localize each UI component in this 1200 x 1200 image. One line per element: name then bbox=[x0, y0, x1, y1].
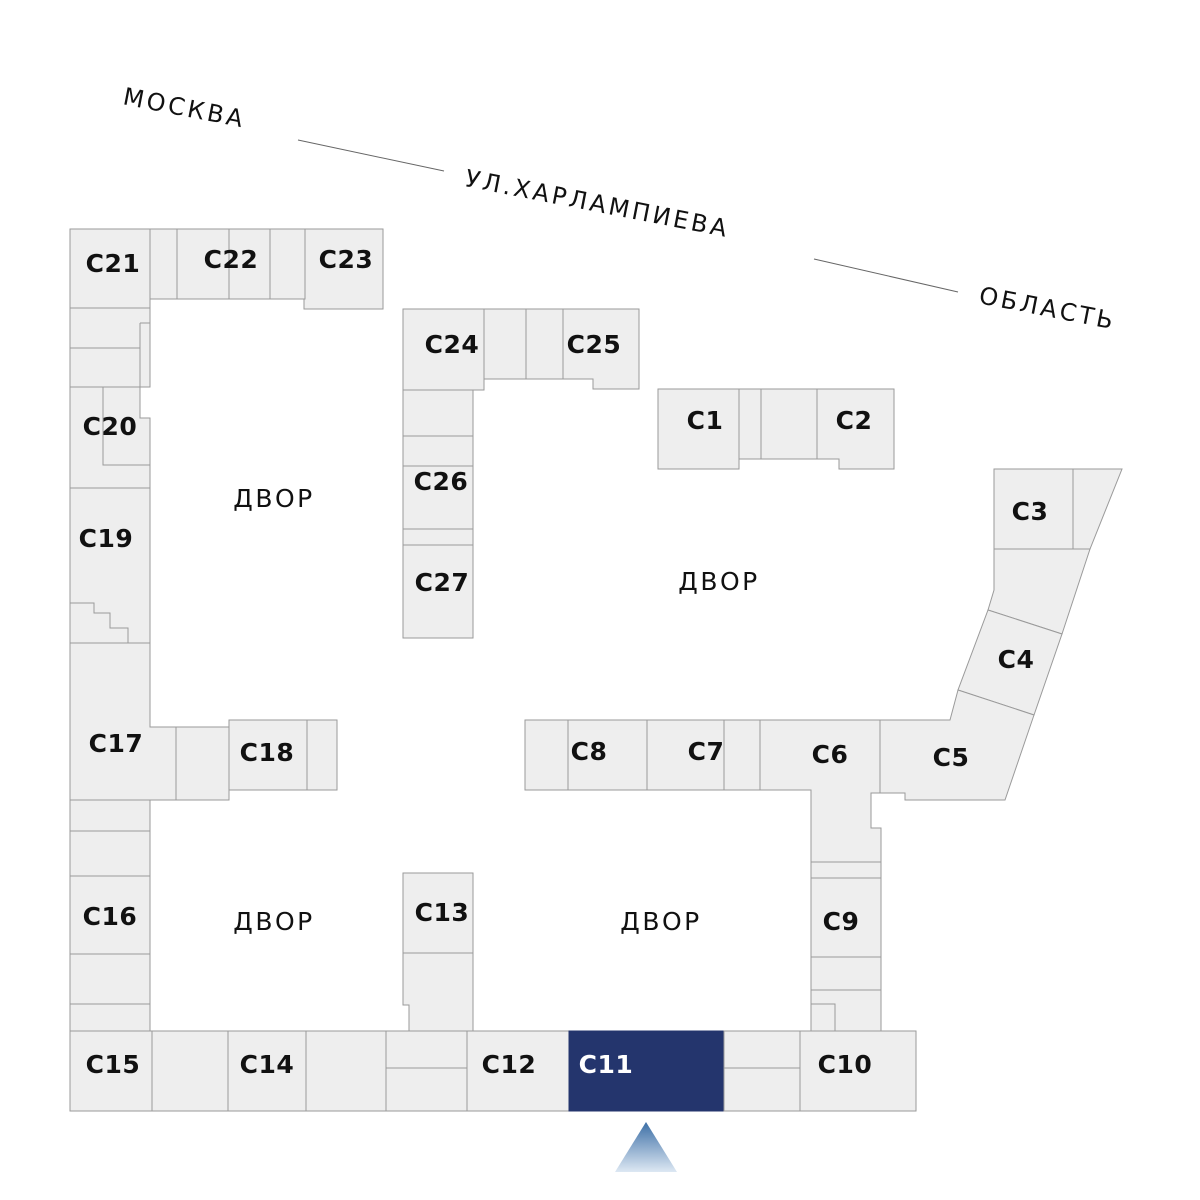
section-c13[interactable] bbox=[402, 872, 474, 954]
section-c9[interactable] bbox=[810, 877, 882, 958]
south-fill-1 bbox=[151, 1030, 229, 1112]
middle-row bbox=[524, 719, 882, 863]
section-c8[interactable] bbox=[567, 719, 648, 791]
mid-fill-1 bbox=[524, 719, 569, 791]
section-c5[interactable] bbox=[879, 689, 1035, 801]
c9-fill-bottom bbox=[810, 989, 882, 1032]
c19-steps bbox=[70, 602, 129, 643]
section-c15[interactable] bbox=[69, 1030, 153, 1112]
cn-fill-1 bbox=[483, 308, 527, 380]
west-wing-fill-2 bbox=[69, 799, 151, 877]
c13-fill bbox=[402, 952, 474, 1032]
section-c21[interactable] bbox=[69, 228, 151, 309]
section-c26[interactable] bbox=[402, 435, 474, 530]
section-c23[interactable] bbox=[303, 228, 384, 310]
c18-wing bbox=[175, 719, 338, 801]
yard-label-southeast: ДВОР bbox=[620, 907, 701, 936]
c13-column bbox=[402, 872, 474, 1032]
yard-label-northwest: ДВОР bbox=[233, 484, 314, 513]
south-fill-2 bbox=[305, 1030, 387, 1112]
section-c3[interactable] bbox=[993, 468, 1074, 550]
south-fill-4 bbox=[723, 1030, 801, 1112]
c18-fill-right bbox=[306, 719, 338, 791]
section-c14[interactable] bbox=[227, 1030, 307, 1112]
section-c22[interactable] bbox=[176, 228, 271, 300]
nw-fill-2 bbox=[269, 228, 306, 300]
section-c16[interactable] bbox=[69, 875, 151, 955]
c3-slope bbox=[1072, 468, 1123, 550]
street-name-label: УЛ.ХАРЛАМПИЕВА bbox=[463, 164, 732, 243]
cn-fill-2 bbox=[402, 389, 474, 437]
section-c12[interactable] bbox=[466, 1030, 570, 1112]
yard-label-southwest: ДВОР bbox=[233, 907, 314, 936]
cn-fill-3 bbox=[402, 528, 474, 546]
nw-fill-1 bbox=[149, 228, 178, 300]
section-c7[interactable] bbox=[646, 719, 725, 791]
east-wing bbox=[879, 468, 1123, 801]
section-c18[interactable] bbox=[228, 719, 308, 791]
west-wing-notch bbox=[139, 322, 150, 387]
c9-inner bbox=[811, 1003, 836, 1031]
west-wing-fill-3 bbox=[69, 953, 151, 1032]
yard-label-northeast: ДВОР bbox=[678, 567, 759, 596]
c20-inner bbox=[102, 387, 150, 466]
section-c17[interactable] bbox=[69, 642, 177, 801]
section-c25[interactable] bbox=[525, 308, 640, 390]
street-region-label: ОБЛАСТЬ bbox=[977, 281, 1118, 335]
section-c20[interactable] bbox=[69, 386, 151, 489]
section-c6[interactable] bbox=[759, 719, 882, 863]
section-c2[interactable] bbox=[816, 388, 895, 470]
street-line-2 bbox=[813, 258, 959, 293]
c1c2-fill-2 bbox=[760, 388, 818, 460]
south-row bbox=[151, 1030, 917, 1112]
c1c2-fill-1 bbox=[738, 388, 762, 460]
street-line-1 bbox=[297, 139, 445, 172]
section-c1[interactable] bbox=[657, 388, 740, 470]
section-c27[interactable] bbox=[402, 544, 474, 639]
south-fill-3 bbox=[385, 1030, 468, 1112]
c9-fill-mid bbox=[810, 956, 882, 991]
c18-fill-left bbox=[175, 726, 230, 801]
central-north-block bbox=[402, 308, 640, 639]
north-west-wing bbox=[149, 228, 384, 310]
street-city-label: МОСКВА bbox=[121, 82, 248, 133]
c9-column bbox=[810, 861, 882, 1032]
west-wing bbox=[69, 228, 177, 1112]
section-c10[interactable] bbox=[799, 1030, 917, 1112]
section-c24[interactable] bbox=[402, 308, 485, 391]
section-c11[interactable] bbox=[568, 1030, 725, 1112]
c9-fill-top bbox=[810, 861, 882, 879]
entrance-pointer-icon bbox=[615, 1122, 677, 1172]
mid-fill-2 bbox=[723, 719, 761, 791]
c1-c2-block bbox=[657, 388, 895, 470]
